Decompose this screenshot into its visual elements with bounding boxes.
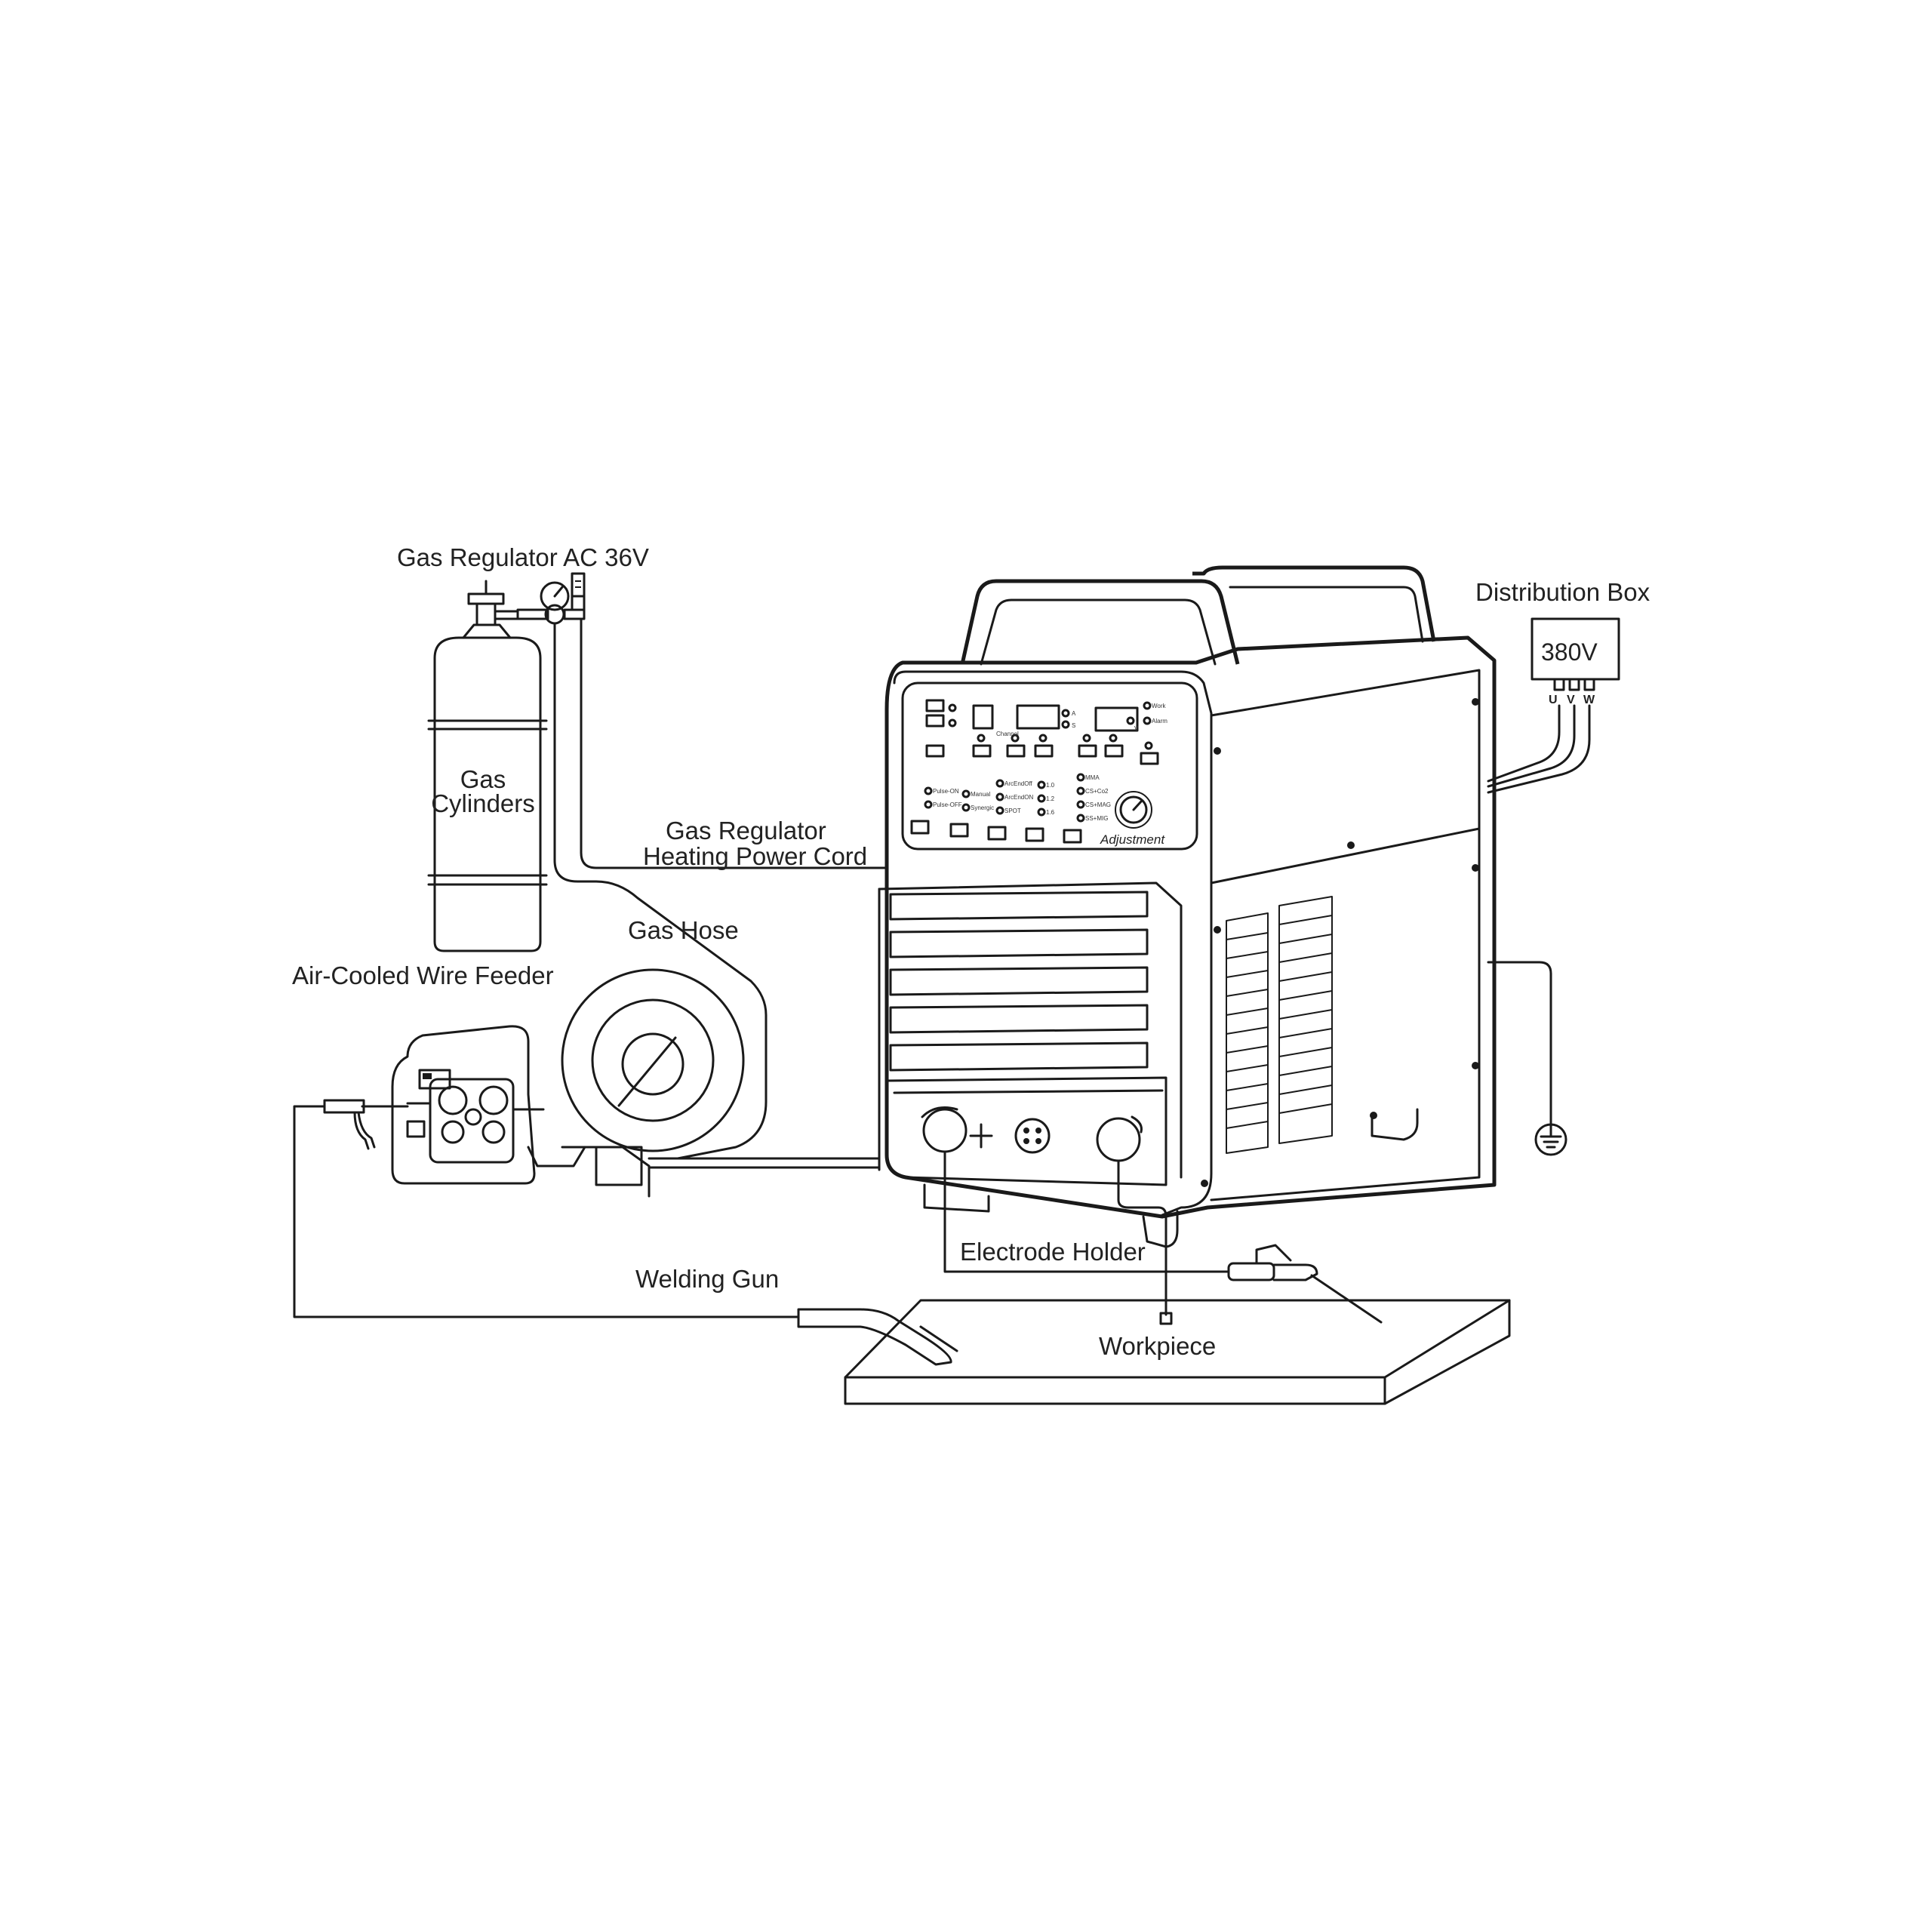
panel-ss-mig: SS+MIG	[1085, 815, 1108, 822]
gas-regulator-label: Gas Regulator AC 36V	[397, 543, 649, 571]
panel-spot: SPOT	[1004, 808, 1021, 814]
panel-unit-v: V	[1134, 725, 1139, 732]
work-clamp-cable	[1117, 1159, 1168, 1316]
panel-co2: CS+Co2	[1085, 788, 1109, 795]
phase-v-label: V	[1567, 694, 1575, 706]
phase-u-label: U	[1549, 694, 1558, 706]
heating-cord-label-line1: Gas Regulator	[666, 817, 826, 844]
output-sockets	[921, 1106, 1143, 1162]
gas-regulator-heating-power-cord	[580, 617, 886, 869]
phase-w-label: W	[1583, 694, 1595, 706]
workpiece-label: Workpiece	[1099, 1332, 1216, 1360]
welding-gun-label: Welding Gun	[635, 1265, 779, 1293]
adjustment-label: Adjustment	[1100, 832, 1165, 847]
panel-dia-10: 1.0	[1046, 782, 1055, 789]
distribution-box: 380V U V W	[1531, 617, 1620, 706]
panel-mma: MMA	[1085, 774, 1100, 781]
wire-feeder-label: Air-Cooled Wire Feeder	[292, 961, 554, 989]
distribution-box-label: Distribution Box	[1475, 578, 1651, 606]
gun-connector	[323, 1099, 365, 1114]
workpiece	[844, 1299, 1511, 1405]
input-power-cable-w	[1487, 704, 1591, 794]
gas-cylinders-label-line1: Gas	[460, 765, 506, 793]
panel-manual: Manual	[971, 791, 990, 798]
panel-alarm-label: Alarm	[1152, 718, 1168, 724]
panel-unit-s: S	[1072, 722, 1075, 729]
panel-work-label: Work	[1152, 703, 1167, 709]
ground-icon	[1534, 1123, 1567, 1156]
heating-cord-label-line2: Heating Power Cord	[643, 842, 867, 870]
panel-dia-12: 1.2	[1046, 795, 1055, 802]
panel-unit-a: A	[1072, 710, 1076, 717]
ground-cable	[1487, 961, 1552, 1126]
panel-dia-16: 1.6	[1046, 809, 1055, 816]
welding-machine	[878, 565, 1497, 1248]
panel-arc-end-on: ArcEndON	[1004, 794, 1033, 801]
input-power-cable-u	[1487, 704, 1561, 783]
welding-gun	[797, 1308, 958, 1366]
wire-feeder	[391, 968, 745, 1198]
panel-synergic: Synergic	[971, 804, 994, 811]
gas-hose	[553, 634, 768, 1160]
panel-pulse-off: Pulse-OFF	[933, 801, 962, 808]
electrode-holder-cable	[943, 1150, 1230, 1273]
voltage-label: 380V	[1541, 638, 1598, 666]
input-power-cable-v	[1487, 704, 1576, 788]
panel-mag: CS+MAG	[1085, 801, 1111, 808]
panel-arc-end-off: ArcEndOff	[1004, 780, 1033, 787]
panel-channel-label: Channel	[996, 731, 1019, 737]
gas-hose-label: Gas Hose	[628, 916, 739, 944]
gas-regulator	[516, 572, 586, 637]
welding-gun-cable	[293, 1105, 800, 1318]
gas-cylinders-label-line2: Cylinders	[431, 789, 535, 817]
panel-pulse-on: Pulse-ON	[933, 788, 959, 795]
side-vents	[1226, 896, 1333, 1154]
electrode-holder	[1227, 1244, 1383, 1324]
electrode-holder-label: Electrode Holder	[960, 1238, 1146, 1266]
